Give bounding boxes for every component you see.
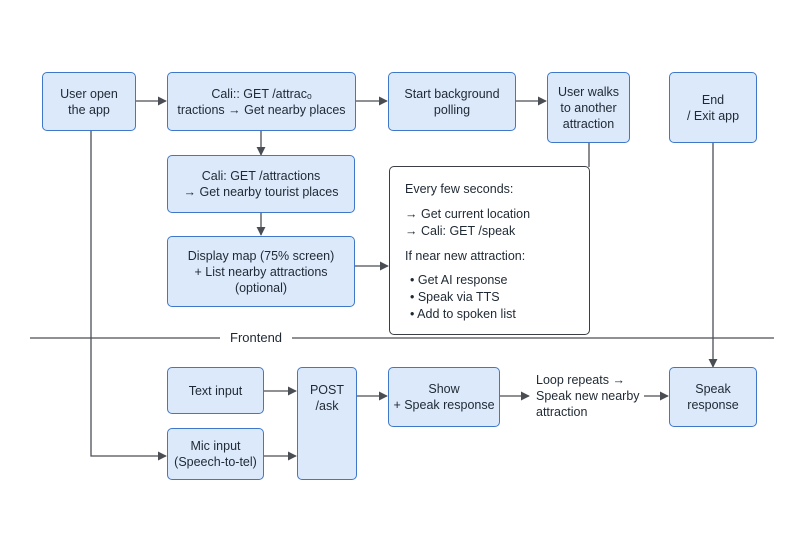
show-speak-response-node: Show + Speak response: [388, 367, 500, 427]
call-get-attractions-node: Cali:: GET /attracₒ tractions → Get near…: [167, 72, 356, 131]
end-exit-app-node: End / Exit app: [669, 72, 757, 143]
note-step: → Get current location: [405, 207, 531, 221]
frontend-section-label: Frontend: [220, 330, 293, 345]
note-action: • Add to spoken list: [410, 307, 516, 321]
note-condition: If near new attraction:: [405, 249, 526, 263]
polling-details-note: Every few seconds: → Get current locatio…: [389, 166, 590, 335]
mic-input-node: Mic input (Speech-to-tel): [167, 428, 264, 480]
user-open-app-node: User open the app: [42, 72, 136, 131]
note-heading: Every few seconds:: [405, 182, 514, 196]
note-action: • Get AI response: [410, 273, 508, 287]
note-step: → Cali: GET /speak: [405, 224, 516, 238]
edge-open-to-mic: [90, 131, 167, 461]
text-input-node: Text input: [167, 367, 264, 414]
start-background-polling-node: Start background polling: [388, 72, 516, 131]
note-action: • Speak via TTS: [410, 290, 500, 304]
post-ask-node: POST /ask: [297, 367, 357, 480]
call-get-tourist-places-node: Cali: GET /attractions → Get nearby tour…: [167, 155, 355, 213]
display-map-node: Display map (75% screen) + List nearby a…: [167, 236, 355, 307]
speak-response-node: Speak response: [669, 367, 757, 427]
user-walks-node: User walks to another attraction: [547, 72, 630, 143]
loop-repeats-note: Loop repeats → Speak new nearby attracti…: [536, 373, 640, 419]
